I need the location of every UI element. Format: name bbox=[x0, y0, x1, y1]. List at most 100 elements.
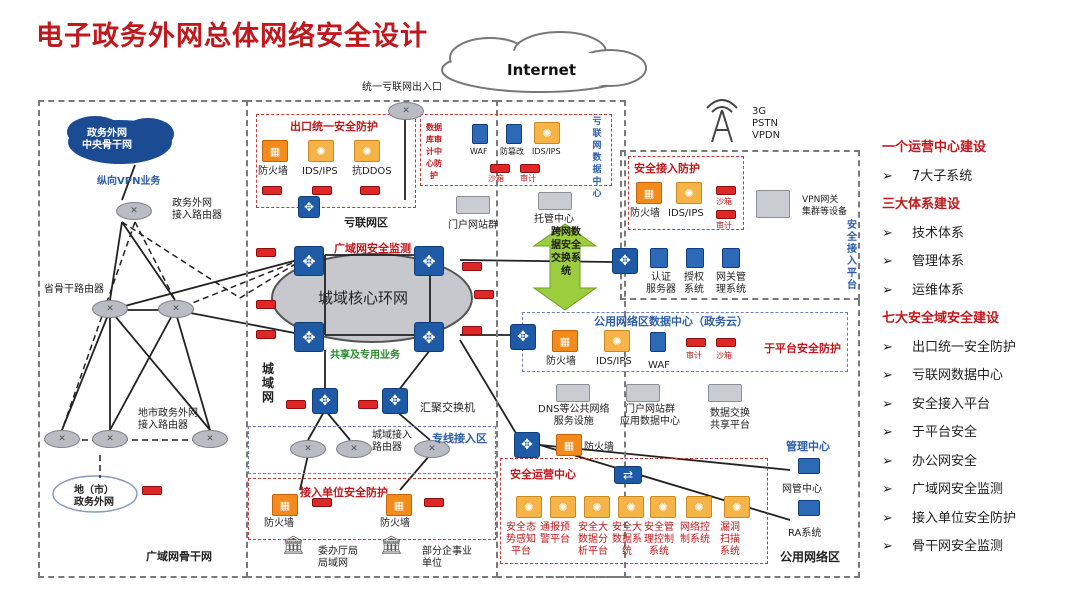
arrow-bullet-icon: ➢ bbox=[882, 225, 893, 241]
vpn-gateway-cluster bbox=[756, 190, 790, 218]
portal-db-label: 门户网站群 应用数据中心 bbox=[620, 404, 680, 427]
portal-label: 门户网站群 bbox=[448, 220, 498, 231]
core-ring-shape bbox=[271, 253, 473, 343]
dc-ips: ✺ bbox=[534, 122, 560, 144]
arrow-bullet-icon: ➢ bbox=[882, 396, 893, 412]
cloud-protection-label: 于平台安全防护 bbox=[764, 342, 841, 355]
exchange-servers bbox=[708, 384, 742, 402]
exit-ips-label: IDS/IPS bbox=[302, 166, 338, 177]
right-panel-item: ➢ 安全接入平台 bbox=[882, 393, 990, 412]
ops-sys-3: ✺ bbox=[584, 496, 610, 518]
access-audit bbox=[716, 210, 736, 219]
right-panel-item: ➢亏联网数据中心 bbox=[882, 364, 1003, 383]
alert-label: 通报预 警平台 bbox=[540, 522, 570, 545]
aggregation-label: 汇聚交换机 bbox=[420, 401, 475, 414]
arrow-bullet-icon: ➢ bbox=[882, 453, 893, 469]
hosting-label: 托管中心 bbox=[534, 214, 574, 225]
tamper-label: 防篡改 bbox=[500, 147, 524, 156]
sec-situation-label: 安全态 势感知 平台 bbox=[506, 522, 536, 557]
dc-sandbox bbox=[716, 338, 736, 347]
arrow-bullet-icon: ➢ bbox=[882, 539, 893, 554]
tower-icon bbox=[706, 99, 738, 143]
zone-ops-center bbox=[500, 458, 768, 564]
dc-audit bbox=[686, 338, 706, 347]
mgmt-control-label: 安全管 理控制 系统 bbox=[644, 522, 674, 557]
auth-label: 认证 服务器 bbox=[646, 272, 676, 295]
ops-firewall-label: 防火墙 bbox=[584, 442, 614, 453]
agg-dev-2 bbox=[358, 400, 378, 409]
unit-dev-1 bbox=[312, 498, 332, 507]
city-gov-cloud bbox=[52, 475, 138, 513]
agg-switch-2: ✥ bbox=[382, 388, 408, 414]
access-ips: ✺ bbox=[676, 182, 702, 204]
vuln-scan-label: 漏洞 扫描 系统 bbox=[720, 522, 740, 557]
right-panel-item: ➢广域网安全监测 bbox=[882, 478, 1003, 497]
access-sandbox-label: 沙箱 bbox=[716, 197, 732, 206]
internet-label: Internet bbox=[507, 61, 577, 79]
ra-label: RA系统 bbox=[788, 528, 822, 539]
nms-label: 网管中心 bbox=[782, 484, 822, 495]
dc-ips2: ✺ bbox=[604, 330, 630, 352]
gw-mgmt-server bbox=[722, 248, 740, 268]
gov-backbone-label: 政务外网 中央骨干网 bbox=[82, 128, 132, 151]
public-zone-label: 公用网络区 bbox=[780, 550, 841, 564]
core-switch-1: ✥ bbox=[294, 246, 324, 276]
wireless-vpdn: VPDN bbox=[752, 130, 781, 141]
ops-firewall: ▦ bbox=[556, 434, 582, 456]
exit-dev-1 bbox=[262, 186, 282, 195]
ops-core-switch: ⇄ bbox=[614, 466, 642, 484]
right-panel-item-text: 办公网安全 bbox=[912, 453, 978, 469]
right-panel-heading: 一个运营中心建设 bbox=[882, 140, 987, 155]
unit-firewall-2: ▦ bbox=[386, 494, 412, 516]
hosting-servers bbox=[538, 192, 572, 210]
zone-wireline bbox=[248, 426, 496, 474]
agency-building-icon: 🏛 bbox=[282, 535, 305, 556]
sandbox-label: 沙箱 bbox=[488, 174, 504, 183]
public-dc-label: 公用网络区数据中心（政务云） bbox=[594, 315, 748, 328]
wireline-label: 专线接入区 bbox=[432, 432, 487, 445]
arrow-bullet-icon: ➢ bbox=[882, 425, 893, 440]
cross-net-label: 跨网数据安全交换系统 bbox=[551, 227, 581, 277]
dc-ips2-label: IDS/IPS bbox=[596, 356, 632, 367]
metro-access-label: 城域接入 路由器 bbox=[372, 430, 412, 453]
zone-unit-protection bbox=[248, 478, 496, 540]
access-ips-label: IDS/IPS bbox=[668, 208, 704, 219]
dc-audit-label: 审计 bbox=[520, 174, 536, 183]
right-panel-item: ➢接入单位安全防护 bbox=[882, 507, 1016, 526]
access-firewall-label: 防火墙 bbox=[630, 208, 660, 219]
agg-switch-1: ✥ bbox=[312, 388, 338, 414]
right-panel-item: ➢ 技术体系 bbox=[882, 222, 964, 241]
core-switch-3: ✥ bbox=[294, 322, 324, 352]
unit-firewall-1: ▦ bbox=[272, 494, 298, 516]
right-panel-item-text: 技术体系 bbox=[912, 225, 965, 241]
arrow-bullet-icon: ➢ bbox=[882, 168, 893, 184]
right-panel-item-text: 安全接入平台 bbox=[912, 396, 991, 412]
city-audit-device bbox=[142, 486, 162, 495]
access-audit-label: 审计 bbox=[716, 221, 732, 230]
ops-sys-2: ✺ bbox=[550, 496, 576, 518]
right-panel-heading: 三大体系建设 bbox=[882, 197, 961, 212]
ops-sys-7: ✺ bbox=[724, 496, 750, 518]
right-panel-item: ➢运维体系 bbox=[882, 279, 964, 298]
arrow-bullet-icon: ➢ bbox=[882, 282, 893, 298]
shared-business-label: 共享及专用业务 bbox=[330, 350, 400, 361]
tamper-server bbox=[506, 124, 522, 144]
right-panel-item-text: 出口统一安全防护 bbox=[912, 339, 1017, 355]
exit-ips: ✺ bbox=[308, 140, 334, 162]
right-panel-item-text: 于平台安全 bbox=[912, 425, 978, 440]
dc-waf-label: WAF bbox=[648, 360, 670, 371]
right-panel-heading: 七大安全域安全建设 bbox=[882, 311, 1000, 326]
ring-dev-5 bbox=[474, 290, 494, 299]
arrow-bullet-icon: ➢ bbox=[882, 339, 893, 355]
zone-access-platform bbox=[620, 150, 860, 300]
right-panel-item-text: 管理体系 bbox=[912, 254, 965, 269]
right-panel-item-text: 骨干网安全监测 bbox=[912, 539, 1004, 554]
dc-waf bbox=[650, 332, 666, 352]
ring-dev-1 bbox=[256, 248, 276, 257]
ring-dev-6 bbox=[462, 326, 482, 335]
ops-sys-6: ✺ bbox=[686, 496, 712, 518]
access-platform-label: 安全接入平台 bbox=[847, 220, 857, 291]
gov-access-router-label: 政务外网 接入路由器 bbox=[172, 198, 222, 221]
exit-switch: ✥ bbox=[298, 196, 320, 218]
zone-exit-protection bbox=[256, 114, 416, 208]
